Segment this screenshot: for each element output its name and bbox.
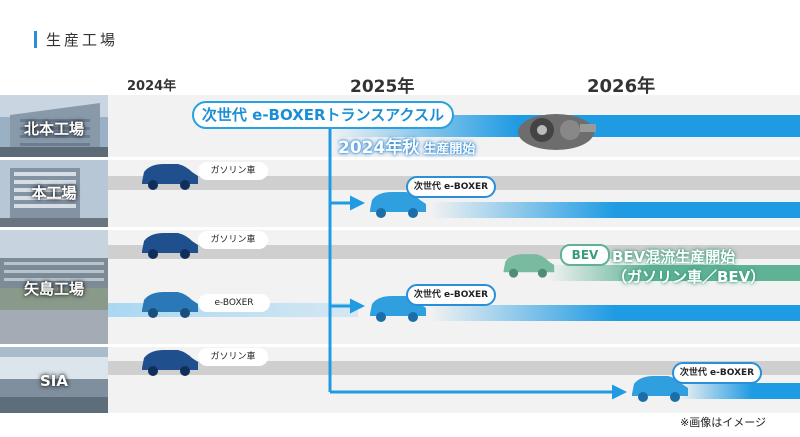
ebox-tag-yajima: e-BOXER	[198, 294, 270, 312]
bev-mixed-production-note: BEV混流生産開始 （ガソリン車／BEV）	[612, 247, 765, 287]
bev-mixed-production-detail: （ガソリン車／BEV）	[612, 268, 766, 286]
car-yajima-gasoline	[138, 229, 200, 265]
image-disclaimer: ※画像はイメージ	[680, 416, 766, 429]
transaxle-engine-image	[514, 108, 598, 152]
production-start-label: 生産開始	[423, 142, 476, 157]
lane-yajima-bev	[548, 265, 800, 281]
plant-label-sia: SIA	[40, 372, 68, 390]
lane-main-next-ebox	[430, 202, 800, 218]
car-yajima-bev	[500, 250, 556, 284]
gasoline-tag-sia: ガソリン車	[198, 348, 268, 366]
main-plant-photo	[0, 160, 108, 227]
gasoline-tag-yajima: ガソリン車	[198, 231, 268, 249]
next-ebox-tag-yajima: 次世代 e-BOXER	[406, 284, 496, 306]
lane-sia-next-ebox	[680, 383, 800, 399]
year-2025: 2025年	[350, 77, 415, 97]
sia-plant-photo	[0, 347, 108, 413]
lane-sia-gasoline	[108, 361, 800, 375]
gasoline-tag-main: ガソリン車	[198, 162, 268, 180]
production-start-note: 2024年秋生産開始	[338, 133, 475, 158]
next-ebox-tag-main: 次世代 e-BOXER	[406, 176, 496, 198]
header-accent-bar	[34, 31, 37, 48]
next-ebox-tag-sia: 次世代 e-BOXER	[672, 362, 762, 384]
lane-yajima-gasoline	[108, 245, 800, 259]
year-2026: 2026年	[587, 76, 656, 97]
yajima-plant-photo	[0, 230, 108, 344]
production-start-season: 2024年秋	[338, 138, 420, 158]
year-2024: 2024年	[127, 79, 177, 94]
car-main-gasoline	[138, 160, 200, 196]
car-sia-gasoline	[138, 346, 200, 382]
kitamoto-plant-photo	[0, 95, 108, 157]
car-sia-next-ebox	[624, 372, 694, 408]
lane-yajima-next-ebox	[430, 305, 800, 321]
plant-label-kitamoto: 北本工場	[23, 120, 84, 138]
bev-mixed-production-title: BEV混流生産開始	[612, 248, 736, 266]
plant-label-yajima: 矢島工場	[23, 280, 84, 298]
plant-label-main: 本工場	[31, 184, 77, 202]
page-title: 生産工場	[46, 31, 119, 49]
car-yajima-ebox	[138, 288, 200, 324]
bev-tag: BEV	[560, 244, 610, 266]
next-ebox-transaxle-pill: 次世代 e-BOXERトランスアクスル	[192, 101, 454, 129]
header-bar	[0, 0, 800, 62]
